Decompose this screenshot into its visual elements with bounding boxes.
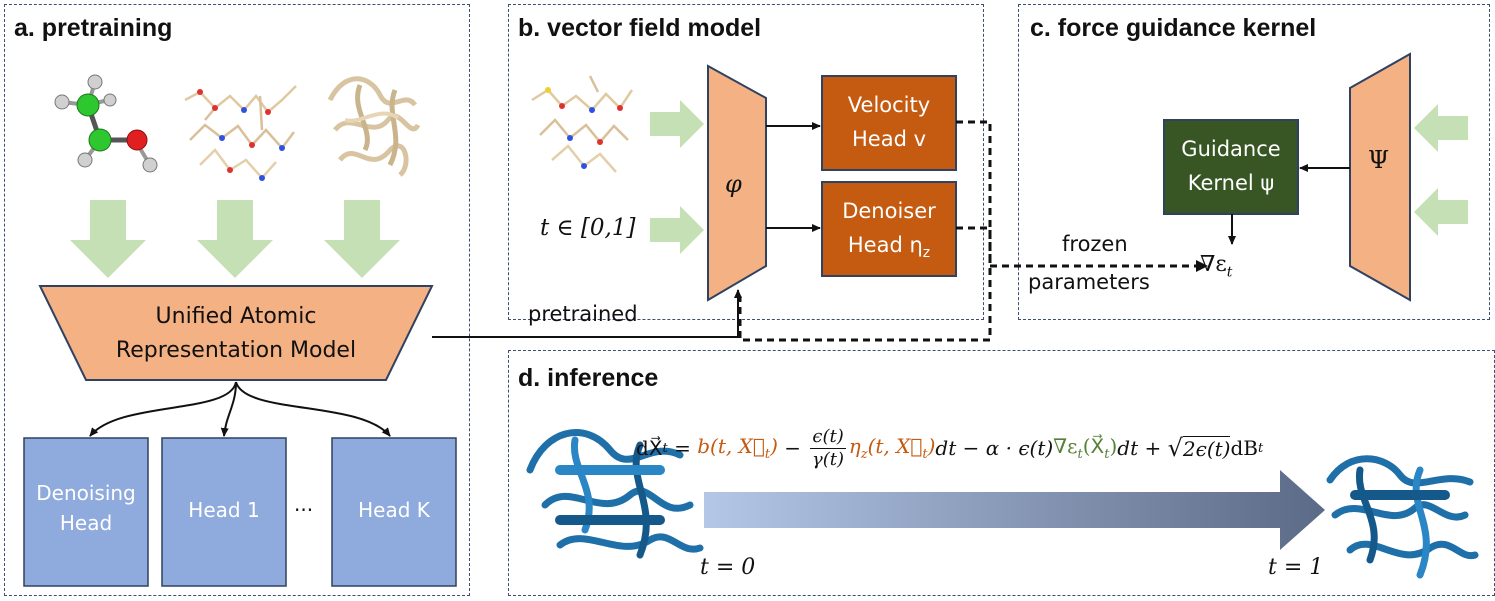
guidance-kernel-line1: Guidance	[1181, 137, 1281, 161]
eq-sqrt-arg: 2ϵ(t)	[1182, 435, 1231, 461]
eq-drift-text: b(t, X⃗	[697, 434, 765, 458]
t0-label: t = 0	[700, 555, 756, 580]
grad-eps-label: ∇εt	[1200, 252, 1232, 280]
phi-symbol: φ	[725, 170, 742, 198]
protein-icon	[327, 76, 421, 177]
head-1-label: Head 1	[188, 498, 260, 522]
guidance-kernel-box	[1163, 119, 1299, 215]
denoising-head-box	[23, 437, 149, 587]
denoising-head-line2: Head	[59, 511, 113, 535]
denoiser-head-label: Denoiser Head ηz	[822, 194, 956, 270]
unified-model-line1: Unified Atomic	[155, 304, 317, 329]
eq-drift: b(t, X⃗t)	[697, 434, 778, 462]
denoiser-head-line2-text: Head η	[847, 233, 923, 257]
eq-lhs-sub: t	[662, 440, 668, 456]
eq-frac-den: γ(t)	[812, 448, 845, 470]
panel-d-title: d. inference	[518, 364, 659, 392]
velocity-head-line2: Head v	[851, 127, 926, 151]
eq-minus: −	[777, 436, 808, 460]
denoiser-head-line2: Head ηz	[822, 228, 956, 270]
peptide-icon-b	[531, 75, 634, 173]
eq-grad: ∇εt(X⃗t)	[1053, 434, 1117, 462]
parameters-label: parameters	[1028, 270, 1150, 294]
protein-start-icon	[526, 429, 704, 559]
eq-eta-text: η	[848, 434, 861, 458]
eq-eta: ηz(t, X⃗t)	[849, 434, 936, 462]
psi-encoder-shape	[1349, 52, 1411, 302]
denoiser-head-box	[821, 181, 957, 277]
protein-end-icon	[1326, 455, 1479, 579]
sde-equation: dX⃗t = b(t, X⃗t) − ϵ(t) γ(t) ηz(t, X⃗t) …	[636, 418, 1466, 478]
eq-grad-text: ∇ε	[1053, 434, 1078, 458]
eq-dB: dB	[1230, 436, 1258, 460]
eq-grad-close: )	[1109, 434, 1118, 458]
head-k-box	[331, 437, 457, 587]
panel-a-title: a. pretraining	[14, 14, 173, 42]
eq-eta-args-sub: t	[922, 447, 928, 462]
head-arrows	[89, 381, 391, 437]
pretrained-label: pretrained	[528, 302, 638, 326]
grad-eps-sub: t	[1226, 264, 1233, 281]
eq-dB-sub: t	[1257, 440, 1264, 456]
eq-eta-args: (t, X⃗	[867, 434, 923, 458]
denoiser-head-line1: Denoiser	[842, 199, 936, 223]
velocity-head-label: Velocity Head v	[822, 88, 956, 156]
guidance-kernel-line2: Kernel ψ	[1187, 171, 1275, 195]
unified-model-line2: Representation Model	[115, 338, 357, 363]
eq-lhs: dX⃗	[636, 436, 663, 460]
phi-encoder-shape	[707, 64, 767, 302]
small-molecule-icon	[54, 74, 158, 173]
eq-sqrt: √	[1167, 434, 1183, 462]
eq-equals: =	[667, 436, 698, 460]
unified-model-label: Unified Atomic Representation Model	[86, 300, 386, 368]
head-1-box	[161, 437, 287, 587]
input-arrows-a	[70, 200, 400, 278]
guidance-kernel-label: Guidance Kernel ψ	[1164, 132, 1298, 200]
pretrained-connector	[432, 289, 742, 338]
velocity-head-box	[821, 75, 957, 171]
eq-frac-num: ϵ(t)	[810, 425, 846, 449]
denoising-head-line1: Denoising	[36, 481, 136, 505]
eq-fraction: ϵ(t) γ(t)	[810, 425, 846, 471]
panel-vector-field	[508, 4, 984, 320]
unified-model-shape	[38, 285, 434, 381]
eq-eta-sub: z	[860, 447, 868, 462]
panel-c-title: c. force guidance kernel	[1030, 14, 1317, 42]
panel-b-title: b. vector field model	[518, 14, 762, 42]
peptide-icon	[184, 85, 297, 181]
eq-drift-sub: t	[764, 447, 771, 462]
velocity-head-line1: Velocity	[847, 93, 931, 117]
eq-dt2: dt +	[1117, 436, 1168, 460]
time-range-label: t ∈ [0,1]	[540, 215, 636, 241]
eq-dt1: dt − α · ϵ(t)	[935, 436, 1054, 460]
time-progress-arrow	[704, 470, 1325, 550]
heads-ellipsis: ···	[294, 498, 314, 522]
frozen-label: frozen	[1062, 232, 1128, 256]
input-arrows-c	[1414, 104, 1468, 236]
input-arrows-b	[650, 100, 704, 254]
eq-grad-sub: t	[1077, 447, 1083, 462]
panel-guidance	[1018, 4, 1490, 320]
eq-grad-args: (X⃗	[1082, 434, 1105, 458]
eq-eta-close: )	[927, 434, 936, 458]
eq-grad-args-sub: t	[1104, 447, 1110, 462]
grad-eps-text: ∇ε	[1200, 252, 1227, 277]
psi-symbol: Ψ	[1368, 146, 1390, 174]
denoising-head-label: Denoising Head	[24, 478, 148, 538]
frozen-arrowhead	[1196, 260, 1208, 272]
frozen-connectors	[738, 120, 1198, 342]
t1-label: t = 1	[1268, 555, 1324, 580]
eq-drift-close: )	[770, 434, 778, 458]
head-k-label: Head K	[358, 498, 430, 522]
panel-pretraining	[4, 4, 470, 596]
denoiser-head-sub: z	[922, 245, 931, 262]
